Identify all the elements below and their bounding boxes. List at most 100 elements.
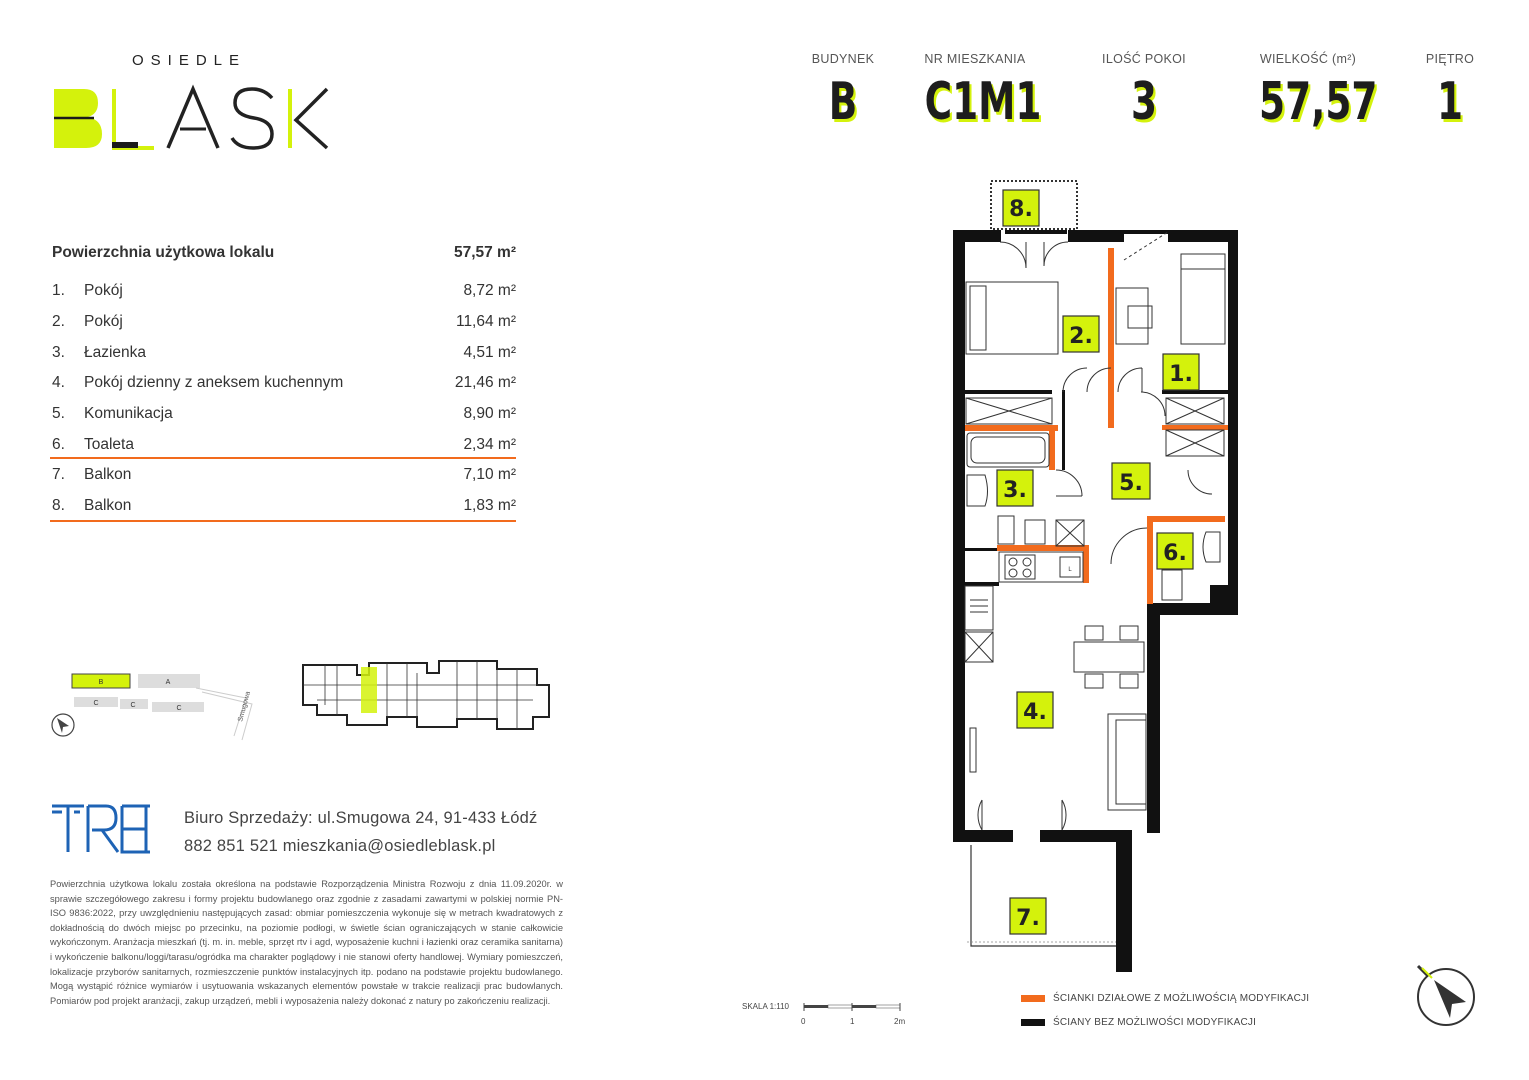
row-name: Balkon xyxy=(84,497,132,515)
doors xyxy=(977,231,1213,831)
compass-arrow-icon xyxy=(1412,962,1480,1033)
scale-bar xyxy=(803,1000,907,1018)
stat-floor: PIĘTRO 1 xyxy=(1410,52,1490,132)
stat-building: BUDYNEK B xyxy=(800,52,886,132)
site-label-c1: C xyxy=(93,700,98,707)
area-table-header: Powierzchnia użytkowa lokalu 57,57 m² xyxy=(52,244,516,264)
table-divider xyxy=(50,520,516,522)
scale-tick-2: 2m xyxy=(894,1017,906,1026)
site-label-c2: C xyxy=(130,702,135,709)
row-area: 8,90 m² xyxy=(463,405,516,423)
room-label-7-box xyxy=(1009,897,1047,935)
stat-label: NR MIESZKANIA xyxy=(924,52,1026,66)
legend-black-swatch xyxy=(1021,1019,1045,1026)
building-key-plan xyxy=(297,655,553,744)
stat-label: BUDYNEK xyxy=(811,52,875,66)
balcony-7-wall xyxy=(1116,838,1132,972)
stat-apartment-number: NR MIESZKANIA C1M1 xyxy=(905,52,1045,132)
row-number: 1. xyxy=(52,282,65,300)
room-label-2: 2. xyxy=(1069,324,1093,349)
row-number: 8. xyxy=(52,497,65,515)
stat-value: 57,57 xyxy=(1259,72,1378,132)
stat-value: C1M1 xyxy=(924,72,1042,132)
row-number: 7. xyxy=(52,466,65,484)
room-label-4-box xyxy=(1016,691,1054,729)
site-building-c2 xyxy=(120,699,148,709)
furniture xyxy=(964,253,1226,811)
row-number: 3. xyxy=(52,343,65,361)
brand-logo xyxy=(50,84,335,159)
table-row: 7. Balkon 7,10 m² xyxy=(52,460,516,491)
site-label-b: B xyxy=(99,679,104,686)
room-labels: 8. 2. 1. 5. 3. 6. 4. 7. xyxy=(996,189,1200,935)
room-label-8-box xyxy=(1002,189,1040,227)
row-name: Toaleta xyxy=(84,435,134,453)
blask-logo-mark xyxy=(54,84,329,150)
stat-value: 3 xyxy=(1130,72,1158,132)
table-row: 1. Pokój 8,72 m² xyxy=(52,276,516,307)
table-row: 6. Toaleta 2,34 m² xyxy=(52,429,516,460)
area-table: Powierzchnia użytkowa lokalu 57,57 m² 1.… xyxy=(52,244,516,522)
stat-rooms: ILOŚĆ POKOI 3 xyxy=(1088,52,1200,132)
row-number: 6. xyxy=(52,435,65,453)
row-area: 21,46 m² xyxy=(454,374,516,392)
row-name: Pokój xyxy=(84,313,123,331)
table-divider xyxy=(50,457,516,459)
room-label-3: 3. xyxy=(1003,478,1027,503)
balcony-8-outline xyxy=(990,180,1078,230)
counter-letter: L xyxy=(1068,567,1072,573)
scale-tick-0: 0 xyxy=(801,1017,806,1026)
room-label-4: 4. xyxy=(1023,700,1047,725)
row-name: Łazienka xyxy=(84,343,147,361)
legend-orange-text: ŚCIANKI DZIAŁOWE Z MOŻLIWOŚCIĄ MODYFIKAC… xyxy=(1053,993,1310,1004)
row-area: 2,34 m² xyxy=(463,435,516,453)
room-label-3-box xyxy=(996,469,1034,507)
stat-size: WIELKOŚĆ (m²) 57,57 xyxy=(1240,52,1378,132)
room-label-1: 1. xyxy=(1169,362,1193,387)
row-area: 4,51 m² xyxy=(463,343,516,361)
row-name: Pokój xyxy=(84,282,123,300)
area-table-title: Powierzchnia użytkowa lokalu xyxy=(52,244,275,261)
room-label-1-box xyxy=(1162,353,1200,391)
site-building-c3 xyxy=(152,702,204,712)
row-area: 1,83 m² xyxy=(463,497,516,515)
room-label-6-box xyxy=(1156,532,1194,570)
row-area: 7,10 m² xyxy=(463,466,516,484)
legend-orange-swatch xyxy=(1021,995,1045,1002)
site-plan: B A C C C Smugowa xyxy=(46,660,276,755)
logo-subtitle: OSIEDLE xyxy=(132,52,247,69)
table-row: 4. Pokój dzienny z aneksem kuchennym 21,46… xyxy=(52,368,516,399)
room-label-8: 8. xyxy=(1009,197,1033,222)
street-label: Smugowa xyxy=(237,691,252,723)
scale-tick-1: 1 xyxy=(850,1017,855,1026)
row-name: Komunikacja xyxy=(84,405,173,423)
modifiable-walls xyxy=(965,248,1228,604)
stat-label: WIELKOŚĆ (m²) xyxy=(1259,52,1357,66)
site-label-c3: C xyxy=(176,705,181,712)
site-building-c1 xyxy=(74,697,118,707)
stat-label: PIĘTRO xyxy=(1425,52,1475,66)
legend-black-text: ŚCIANY BEZ MOŻLIWOŚCI MODYFIKACJI xyxy=(1053,1017,1257,1028)
row-number: 4. xyxy=(52,374,65,392)
exterior-walls xyxy=(953,230,1238,842)
row-name: Balkon xyxy=(84,466,132,484)
row-area: 8,72 m² xyxy=(463,282,516,300)
highlighted-unit xyxy=(361,667,377,713)
room-label-5-box xyxy=(1111,462,1151,500)
site-building-b xyxy=(71,673,131,689)
stat-label: ILOŚĆ POKOI xyxy=(1102,52,1186,66)
row-number: 2. xyxy=(52,313,65,331)
area-table-total: 57,57 m² xyxy=(453,244,516,261)
room-label-2-box xyxy=(1062,315,1100,353)
scale-label: SKALA 1:110 xyxy=(742,1002,789,1011)
row-number: 5. xyxy=(52,405,65,423)
room-label-6: 6. xyxy=(1163,541,1187,566)
stat-value: B xyxy=(828,72,858,132)
room-label-7: 7. xyxy=(1016,906,1040,931)
legal-disclaimer: Powierzchnia użytkowa lokalu została okr… xyxy=(50,879,563,1006)
phone-email[interactable]: 882 851 521 mieszkania@osiedleblask.pl xyxy=(184,837,496,855)
stat-value: 1 xyxy=(1436,72,1464,132)
site-label-a: A xyxy=(166,679,171,686)
row-name: Pokój dzienny z aneksem kuchennym xyxy=(84,374,344,392)
